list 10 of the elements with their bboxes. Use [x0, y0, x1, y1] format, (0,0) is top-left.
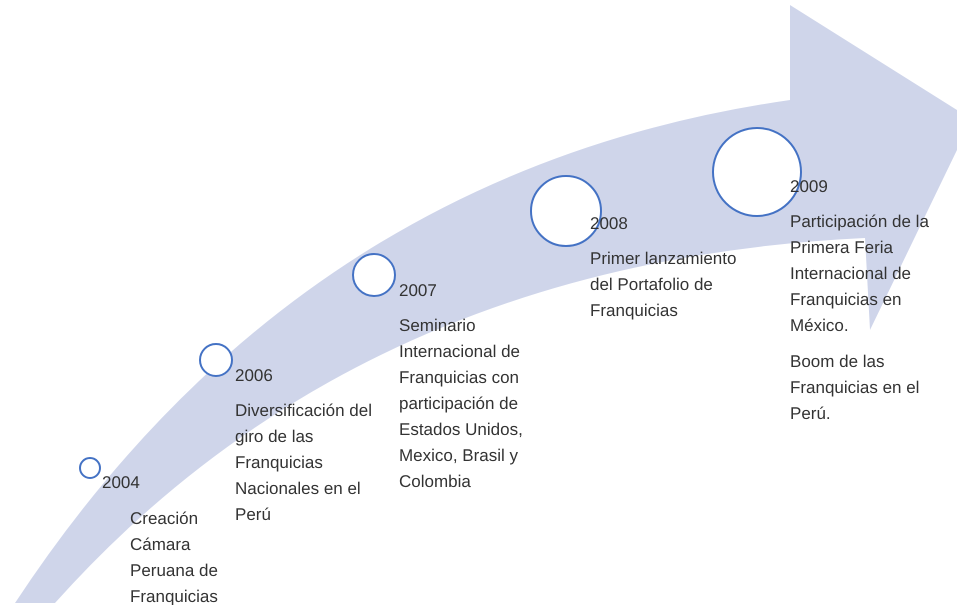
event-description: Seminario Internacional de Franquicias con participación de Estados Unidos, Mexico, Brasil y Colombia [399, 315, 524, 493]
year-label: 2007 [399, 280, 437, 302]
event-description: Primer lanzamiento del Portafolio de Franquicias [590, 248, 738, 322]
event-description: Diversificación del giro de las Franquicias Nacionales en el Perú [235, 400, 373, 526]
event-description: Boom de las Franquicias en el Perú. [790, 351, 920, 425]
year-label: 2006 [235, 365, 273, 387]
timeline-circle [199, 343, 233, 377]
timeline-circle [79, 457, 101, 479]
event-description: Participación de la Primera Feria Internacional de Franquicias en México. [790, 211, 930, 337]
year-label: 2004 [102, 472, 140, 494]
